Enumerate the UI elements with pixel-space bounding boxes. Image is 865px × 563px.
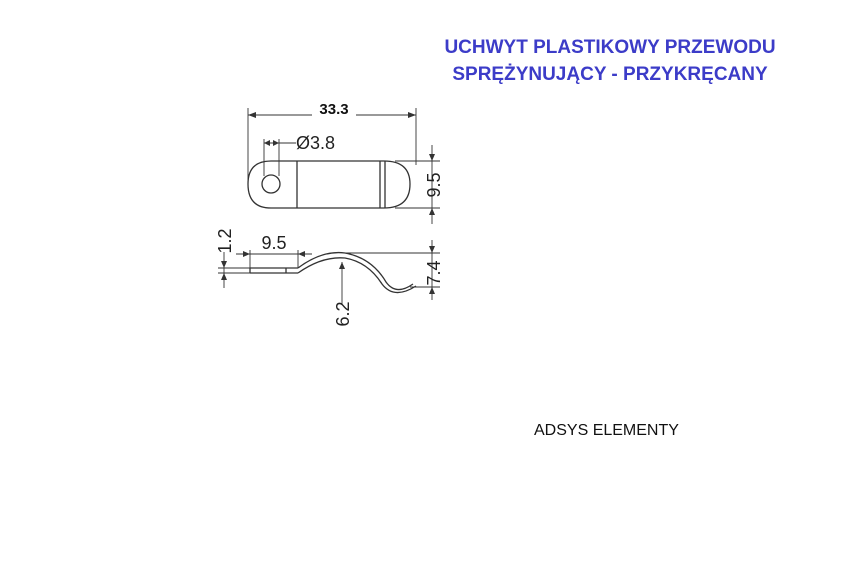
dimension-hole-diameter: Ø3.8: [263, 133, 335, 176]
dim-flat-length-label: 9.5: [261, 233, 286, 253]
brand-label: ADSYS ELEMENTY: [534, 422, 679, 439]
mounting-hole: [261, 174, 281, 194]
dim-arc-height-label: 6.2: [333, 301, 353, 326]
side-view-spring-outer: [297, 251, 414, 291]
top-view-outline: [247, 160, 411, 209]
side-view-spring-inner: [297, 257, 417, 294]
dim-hole-diameter-label: Ø3.8: [296, 133, 335, 153]
side-view: [249, 251, 417, 294]
title-line-2: SPRĘŻYNUJĄCY - PRZYKRĘCANY: [452, 64, 768, 85]
dimension-height: 7.4: [345, 240, 444, 300]
dimension-arc-height: 6.2: [333, 262, 353, 327]
dim-thickness-label: 1.2: [215, 228, 235, 253]
dim-width-label: 9.5: [424, 172, 444, 197]
top-view: [247, 160, 411, 209]
dimension-thickness: 1.2: [215, 228, 252, 288]
title-line-1: UCHWYT PLASTIKOWY PRZEWODU: [444, 37, 776, 58]
dimension-width: 9.5: [395, 145, 444, 224]
dimension-flat-length: 9.5: [236, 233, 312, 268]
drawing-title: UCHWYT PLASTIKOWY PRZEWODU SPRĘŻYNUJĄCY …: [430, 34, 790, 88]
dim-height-label: 7.4: [424, 260, 444, 285]
dim-overall-length-label: 33.3: [319, 101, 348, 118]
dimension-overall-length: 33.3: [247, 99, 417, 180]
